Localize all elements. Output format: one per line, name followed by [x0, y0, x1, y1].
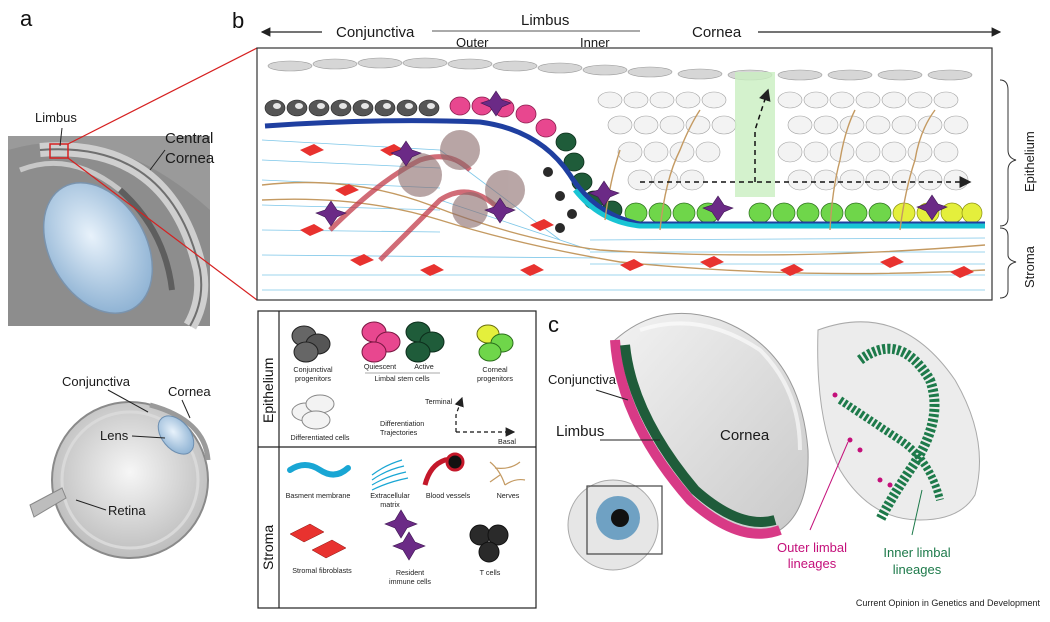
legend-title-epithelium: Epithelium [260, 358, 276, 423]
label-conjunctiva-c: Conjunctiva [548, 372, 617, 387]
legend-nerves: Nerves [497, 491, 520, 500]
legend-trajectories: Trajectories [380, 428, 418, 437]
legend-conjunctival: Conjunctival [293, 365, 333, 374]
panel-c-label: c [548, 312, 559, 337]
top-label-limbus: Limbus [521, 12, 569, 29]
resident-immune-cells-icon [384, 509, 426, 561]
limbus-highlight-box [49, 143, 69, 159]
t-cells-icon [469, 524, 509, 563]
conjunctival-progenitors-icon [291, 325, 331, 363]
label-outer-limbal: Outer limbal [777, 540, 847, 555]
active-stem-cell-icon [405, 321, 445, 363]
corneal-progenitors-icon [476, 324, 514, 362]
legend-t-cells: T cells [480, 568, 501, 577]
top-label-conjunctiva: Conjunctiva [336, 24, 415, 41]
leader-lens [131, 435, 166, 439]
legend-title-stroma: Stroma [260, 525, 276, 570]
label-inner-lineages: lineages [893, 562, 942, 577]
top-label-outer: Outer [456, 35, 489, 50]
lineage-dome-illustration [817, 321, 980, 523]
legend-extracellular: Extracellular [370, 491, 410, 500]
label-cornea-a: Cornea [165, 150, 215, 167]
legend-quiescent: Quiescent [364, 362, 396, 371]
label-central: Central [165, 130, 213, 147]
legend-progenitors-2: progenitors [477, 374, 513, 383]
legend-corneal: Corneal [482, 365, 508, 374]
legend-active: Active [414, 362, 434, 371]
legend-terminal: Terminal [425, 397, 453, 406]
leader-central-cornea [149, 149, 166, 171]
legend-basement-membrane: Basment membrane [286, 491, 351, 500]
legend-blood-vessels: Blood vessels [426, 491, 471, 500]
epithelium-brace [999, 79, 1017, 227]
label-limbus-a: Limbus [35, 110, 77, 125]
limbus-schematic [256, 47, 993, 301]
nerves-icon [489, 461, 526, 486]
differentiated-cells-icon [291, 394, 335, 430]
blood-vessels-icon [422, 452, 465, 486]
zoom-line-top [67, 47, 258, 145]
label-outer-lineages: lineages [788, 556, 837, 571]
label-cornea-c: Cornea [720, 427, 770, 444]
label-limbus-c: Limbus [556, 423, 604, 440]
legend-limbal-stem-cells: Limbal stem cells [374, 374, 430, 383]
extracellular-matrix-icon [371, 459, 409, 491]
legend-basal: Basal [498, 437, 516, 446]
top-label-inner: Inner [580, 35, 610, 50]
legend-resident: Resident [396, 568, 424, 577]
leader-inner-limbal [911, 489, 923, 536]
trajectory-legend-arrows [454, 396, 516, 437]
panel-b-label: b [232, 8, 244, 33]
label-cornea-eye: Cornea [168, 384, 211, 399]
legend-progenitors-1: progenitors [295, 374, 331, 383]
label-retina: Retina [108, 503, 146, 518]
legend-differentiated: Differentiated cells [291, 433, 350, 442]
cornea-dome-illustration [610, 312, 809, 539]
credit-line: Current Opinion in Genetics and Developm… [856, 598, 1041, 608]
legend-immune-cells: immune cells [389, 577, 431, 586]
whole-eye-illustration [29, 401, 211, 559]
label-conjunctiva-a: Conjunctiva [62, 374, 131, 389]
leader-conjunctiva-a [107, 389, 149, 413]
basement-membrane-icon [287, 462, 351, 478]
right-label-stroma: Stroma [1022, 245, 1037, 288]
quiescent-stem-cell-icon [361, 321, 401, 363]
legend-matrix: matrix [380, 500, 400, 509]
top-label-cornea: Cornea [692, 24, 742, 41]
label-inner-limbal: Inner limbal [883, 545, 950, 560]
panel-a-label: a [20, 6, 33, 31]
small-eye-illustration [567, 479, 663, 571]
legend-stromal-fibroblasts: Stromal fibroblasts [292, 566, 352, 575]
leader-cornea-eye [181, 399, 191, 419]
zoom-line-bottom [67, 157, 258, 301]
stromal-fibroblasts-icon [289, 523, 347, 559]
right-label-epithelium: Epithelium [1022, 131, 1037, 192]
anterior-eye-illustration [8, 136, 210, 330]
label-lens: Lens [100, 428, 129, 443]
leader-outer-limbal [809, 441, 849, 531]
legend-differentiation: Differentiation [380, 419, 424, 428]
leader-conjunctiva-c [595, 389, 629, 401]
stroma-brace [999, 227, 1017, 299]
leader-limbus-a [59, 127, 63, 147]
leader-retina [75, 499, 107, 511]
